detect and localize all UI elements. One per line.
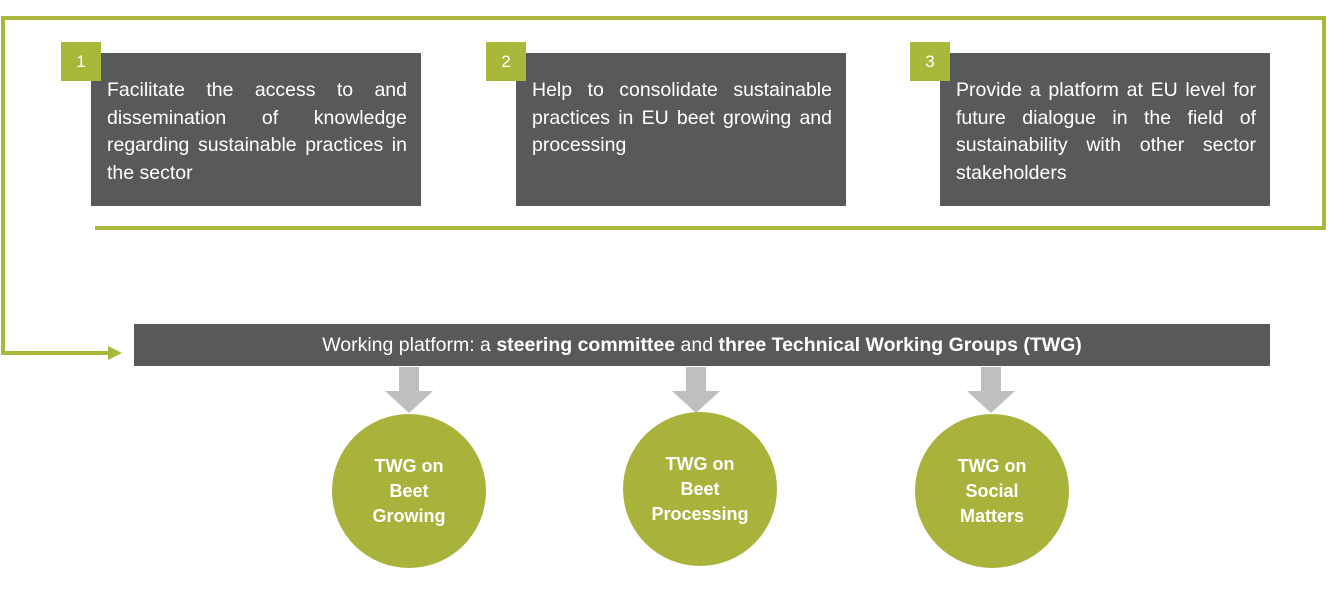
twg-beet-processing: TWG on Beet Processing (623, 412, 777, 566)
objective-text: Provide a platform at EU level for futur… (956, 79, 1256, 184)
twg-label: Beet (680, 478, 720, 499)
banner-text: Working platform: a (322, 334, 497, 356)
right-arrowhead-icon (108, 346, 122, 360)
outer-bracket-line (1, 16, 1326, 355)
banner-bold-steering: steering committee (496, 334, 676, 356)
twg-beet-growing: TWG on Beet Growing (332, 414, 486, 568)
twg-label: Matters (959, 505, 1025, 526)
down-arrow-icon (672, 367, 720, 413)
twg-label: Processing (651, 503, 749, 524)
banner-bold-twg: three Technical Working Groups (TWG) (718, 334, 1082, 356)
objective-box-1: Facilitate the access to and disseminati… (91, 53, 421, 206)
objective-text: Help to consolidate sustainable practice… (532, 79, 832, 156)
working-platform-banner: Working platform: a steering committee a… (134, 324, 1270, 366)
banner-text: and (675, 334, 719, 356)
objective-badge-3: 3 (910, 42, 950, 81)
twg-label: Growing (372, 505, 446, 526)
objective-badge-2: 2 (486, 42, 526, 81)
twg-label: Social (965, 480, 1019, 501)
twg-label: TWG on (665, 453, 735, 474)
objective-box-2: Help to consolidate sustainable practice… (516, 53, 846, 206)
objective-text: Facilitate the access to and disseminati… (107, 79, 407, 184)
twg-label: Beet (389, 480, 429, 501)
objective-box-3: Provide a platform at EU level for futur… (940, 53, 1270, 206)
down-arrow-icon (385, 367, 433, 413)
twg-social-matters: TWG on Social Matters (915, 414, 1069, 568)
objective-badge-1: 1 (61, 42, 101, 81)
twg-label: TWG on (957, 455, 1027, 476)
down-arrow-icon (967, 367, 1015, 413)
twg-label: TWG on (374, 455, 444, 476)
